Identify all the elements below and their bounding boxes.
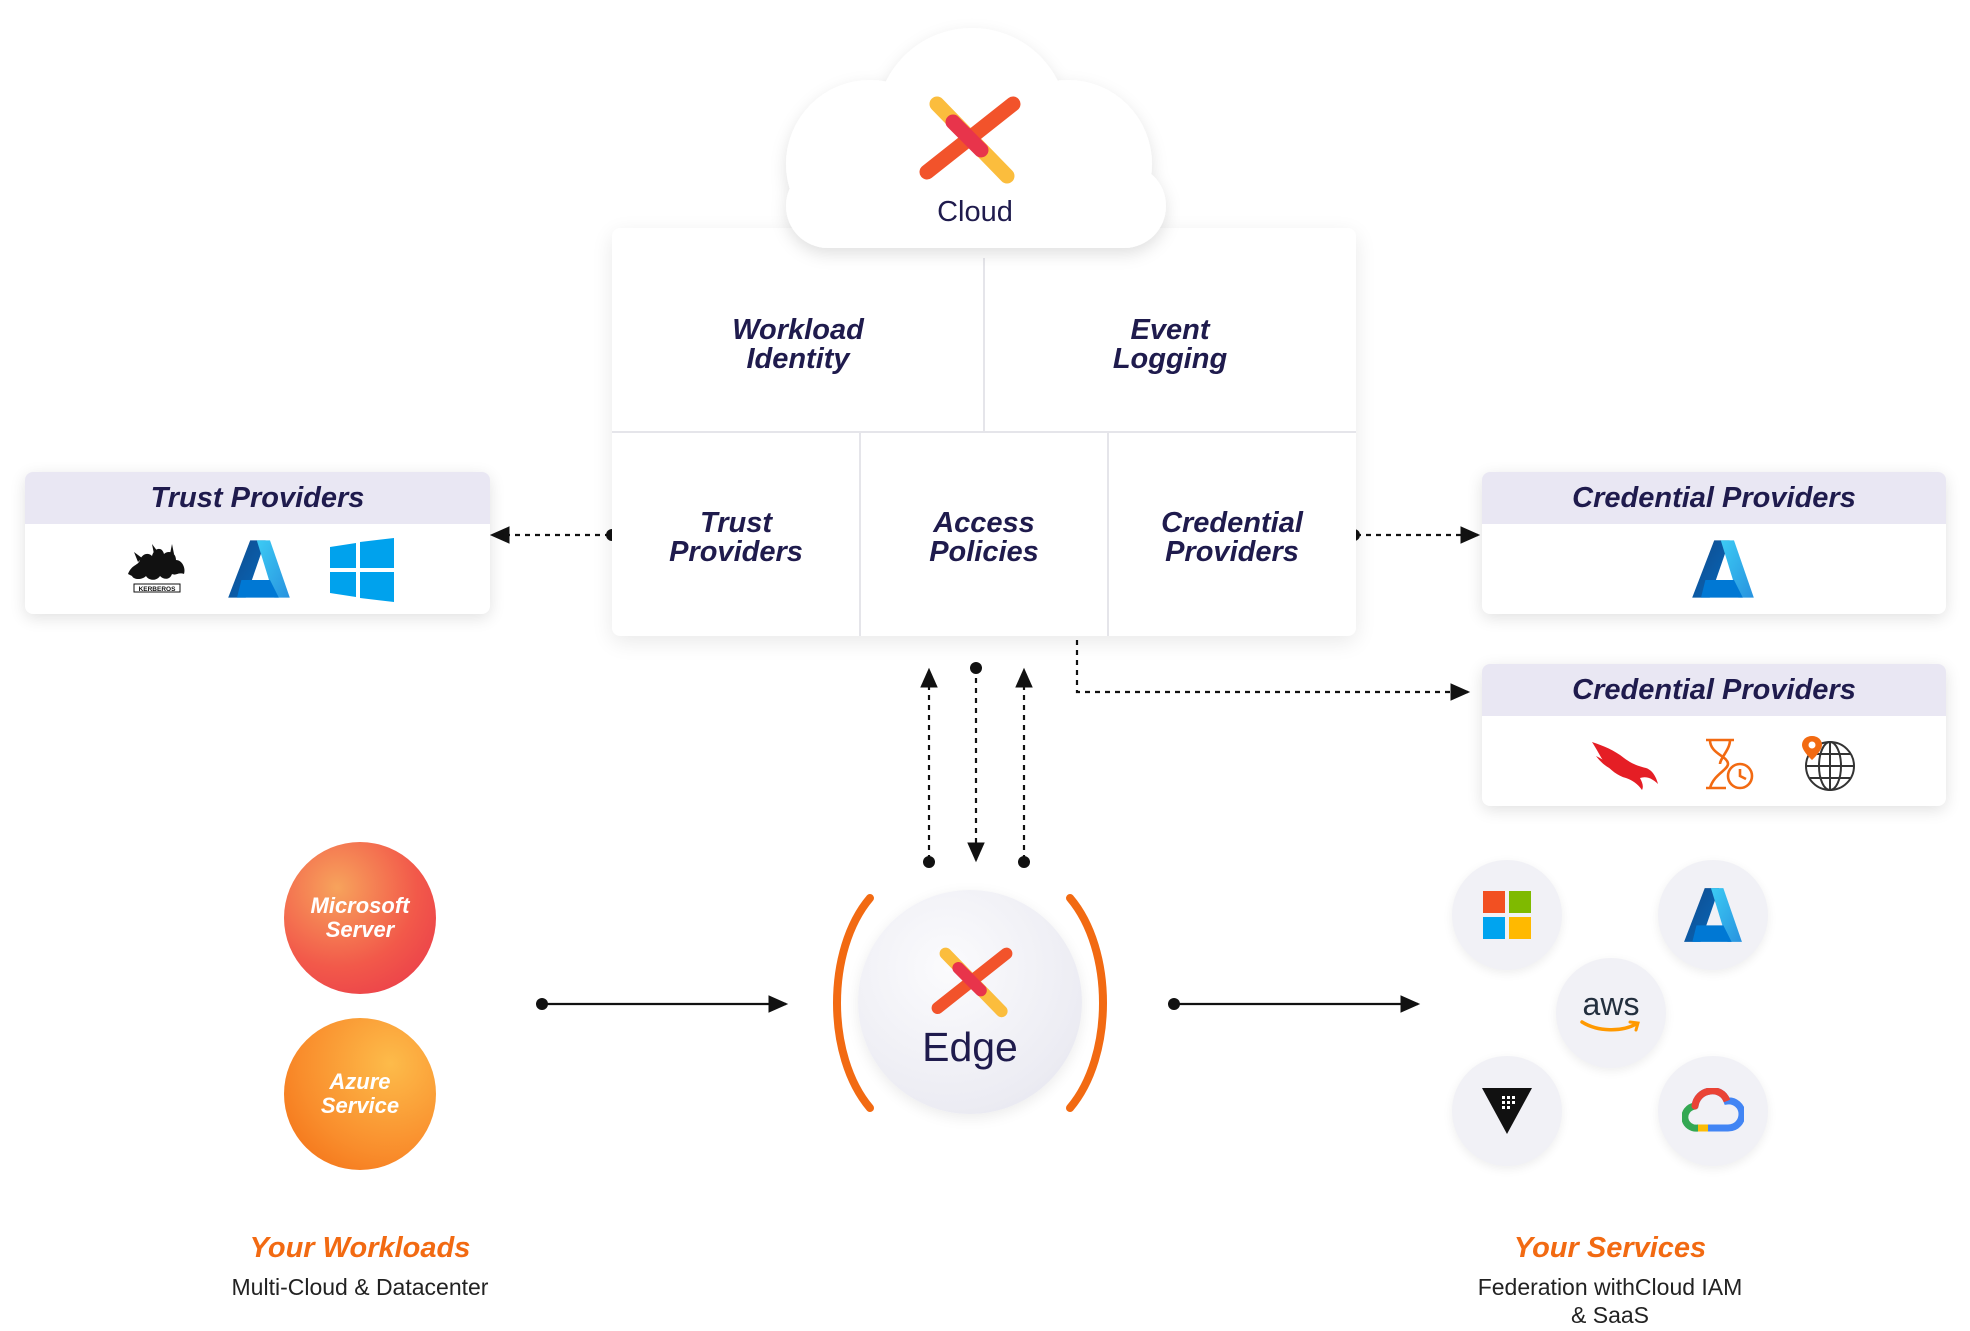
credential-providers-line2: Providers xyxy=(1165,536,1299,568)
aws-smile-icon xyxy=(1580,1020,1640,1032)
event-logging-line1: Event xyxy=(1130,314,1210,346)
aws-text: aws xyxy=(1582,986,1640,1022)
event-logging-cell[interactable]: Event Logging xyxy=(984,290,1356,400)
windows-icon xyxy=(330,538,394,602)
trust-providers-line1: Trust xyxy=(700,507,772,539)
edge-signal-arcs xyxy=(833,894,1107,1112)
edge-node[interactable] xyxy=(858,890,1082,1114)
google-cloud-service[interactable] xyxy=(1658,1056,1768,1166)
event-logging-line2: Logging xyxy=(1112,343,1228,375)
cloud-logo-icon xyxy=(902,92,1038,192)
cloud-label: Cloud xyxy=(937,196,1013,228)
vault-service[interactable] xyxy=(1452,1056,1562,1166)
kerberos-text: KERBEROS xyxy=(139,586,177,593)
azure-service[interactable] xyxy=(1658,860,1768,970)
edge-label: Edge xyxy=(922,1024,1018,1070)
crowdstrike-icon xyxy=(1592,742,1658,790)
credential-providers-top-title: Credential Providers xyxy=(1482,472,1946,524)
azure-service-workload[interactable]: Azure Service xyxy=(284,1018,436,1170)
vault-icon xyxy=(1482,1088,1532,1134)
trust-providers-title: Trust Providers xyxy=(25,472,490,524)
trust-providers-line2: Providers xyxy=(669,536,803,568)
credential-providers-bottom-title: Credential Providers xyxy=(1482,664,1946,716)
credential-providers-cell[interactable]: Credential Providers xyxy=(1108,488,1356,588)
microsoft-server-line1: Microsoft xyxy=(310,892,410,918)
services-subtitle-line2: & SaaS xyxy=(1571,1302,1649,1328)
access-policies-line2: Policies xyxy=(929,536,1039,568)
azure-service-line1: Azure xyxy=(329,1068,391,1094)
aws-service[interactable]: aws xyxy=(1556,958,1666,1068)
cloud-shape xyxy=(786,28,1166,248)
services-subtitle-line1: Federation withCloud IAM xyxy=(1477,1274,1743,1300)
google-cloud-icon xyxy=(1682,1088,1744,1132)
microsoft-service[interactable] xyxy=(1452,860,1562,970)
workload-identity-line1: Workload xyxy=(732,314,864,346)
workloads-title: Your Workloads xyxy=(249,1232,471,1264)
azure-icon xyxy=(1690,536,1756,602)
services-title: Your Services xyxy=(1513,1232,1707,1264)
microsoft-icon xyxy=(1483,891,1531,939)
workload-identity-line2: Identity xyxy=(746,343,850,375)
azure-icon xyxy=(1682,884,1744,946)
trust-providers-cell[interactable]: Trust Providers xyxy=(612,488,860,588)
panel-dividers xyxy=(612,258,1356,636)
edge-logo-icon xyxy=(918,944,1026,1024)
azure-icon xyxy=(226,536,292,602)
microsoft-server-line2: Server xyxy=(325,917,395,942)
microsoft-server-workload[interactable]: Microsoft Server xyxy=(284,842,436,994)
geolocation-icon xyxy=(1802,736,1855,791)
credential-providers-line1: Credential xyxy=(1161,507,1303,539)
access-policies-cell[interactable]: Access Policies xyxy=(860,488,1108,588)
workloads-subtitle: Multi-Cloud & Datacenter xyxy=(231,1274,489,1300)
azure-service-line2: Service xyxy=(320,1093,400,1118)
access-policies-line1: Access xyxy=(933,507,1035,539)
kerberos-icon: KERBEROS xyxy=(128,544,185,593)
workload-identity-cell[interactable]: Workload Identity xyxy=(612,290,984,400)
time-icon xyxy=(1706,738,1754,790)
